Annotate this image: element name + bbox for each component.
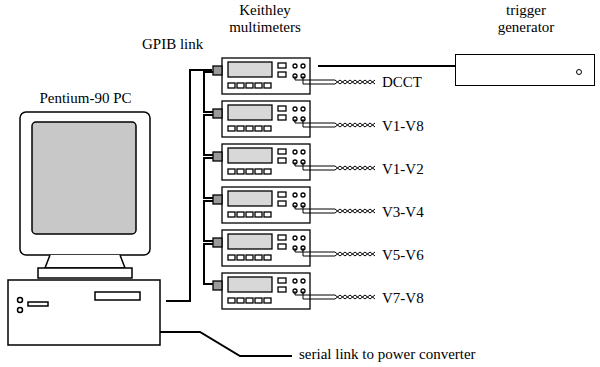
link-note: serial link to power converter: [298, 346, 477, 363]
signal-name: V5-V6: [381, 247, 425, 264]
instrument-box: [455, 54, 595, 86]
link-label: GPIB link: [141, 36, 204, 53]
signal-name: V1-V8: [381, 118, 425, 135]
signal-name: V3-V4: [381, 204, 425, 221]
knob: [576, 69, 582, 75]
gpib-cable: [166, 70, 212, 301]
signal-name: DCCT: [381, 74, 423, 91]
serial-link-line: [160, 332, 292, 356]
multimeter-group: Keithley multimeters: [212, 0, 318, 312]
pc-illustration: [8, 112, 160, 345]
signal-name: V1-V2: [381, 161, 425, 178]
node-heading: trigger generator: [486, 2, 566, 37]
computer: Pentium-90 PC: [5, 88, 166, 345]
trigger-cable: [318, 65, 455, 67]
multimeter: [213, 273, 375, 309]
signal-name: V7-V8: [381, 290, 425, 307]
trigger-generator-box: trigger generator: [455, 0, 597, 88]
multimeter-stack: [204, 58, 375, 309]
node-heading: Pentium-90 PC: [5, 90, 166, 107]
node-heading: Keithley multimeters: [212, 2, 318, 37]
